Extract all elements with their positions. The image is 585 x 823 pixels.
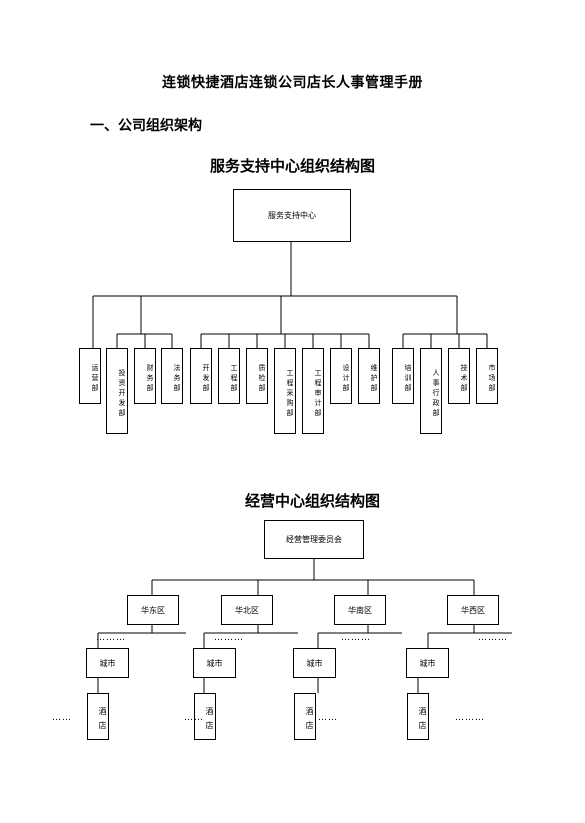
ellipsis: ……… <box>478 633 508 643</box>
region-box: 华东区 <box>127 595 179 625</box>
org-root-management-committee: 经营管理委员会 <box>264 520 364 559</box>
dept-box: 运营部 <box>79 348 101 404</box>
ellipsis: …… <box>318 713 338 723</box>
dept-box: 投资开发部 <box>106 348 128 434</box>
region-box: 华北区 <box>221 595 273 625</box>
dept-box: 培训部 <box>392 348 414 404</box>
dept-box: 法务部 <box>161 348 183 404</box>
dept-box: 财务部 <box>134 348 156 404</box>
dept-box: 工程审计部 <box>302 348 324 434</box>
dept-box: 技术部 <box>448 348 470 404</box>
ellipsis: …… <box>184 713 204 723</box>
dept-box: 人事行政部 <box>420 348 442 434</box>
hotel-box: 酒店 <box>294 693 316 740</box>
hotel-box: 酒店 <box>87 693 109 740</box>
ellipsis: ……… <box>455 713 485 723</box>
ellipsis: ……… <box>341 633 371 643</box>
city-box: 城市 <box>86 648 129 678</box>
dept-box: 市场部 <box>476 348 498 404</box>
org-root-service-center: 服务支持中心 <box>233 189 351 242</box>
city-box: 城市 <box>193 648 236 678</box>
hotel-box: 酒店 <box>407 693 429 740</box>
dept-box: 工程部 <box>218 348 240 404</box>
ellipsis: ……… <box>214 633 244 643</box>
chart1-title: 服务支持中心组织结构图 <box>209 157 375 175</box>
dept-box: 质检部 <box>246 348 268 404</box>
dept-box: 设计部 <box>330 348 352 404</box>
city-box: 城市 <box>293 648 336 678</box>
ellipsis: ……… <box>96 633 126 643</box>
document-title: 连锁快捷酒店连锁公司店长人事管理手册 <box>162 75 423 91</box>
dept-box: 开发部 <box>190 348 212 404</box>
section-heading: 一、公司组织架构 <box>90 118 202 134</box>
dept-box: 工程采购部 <box>274 348 296 434</box>
region-box: 华南区 <box>334 595 386 625</box>
region-box: 华西区 <box>447 595 499 625</box>
dept-box: 维护部 <box>358 348 380 404</box>
city-box: 城市 <box>406 648 449 678</box>
chart2-title: 经营中心组织结构图 <box>244 492 380 510</box>
ellipsis: …… <box>52 713 72 723</box>
hotel-box: 酒店 <box>194 693 216 740</box>
